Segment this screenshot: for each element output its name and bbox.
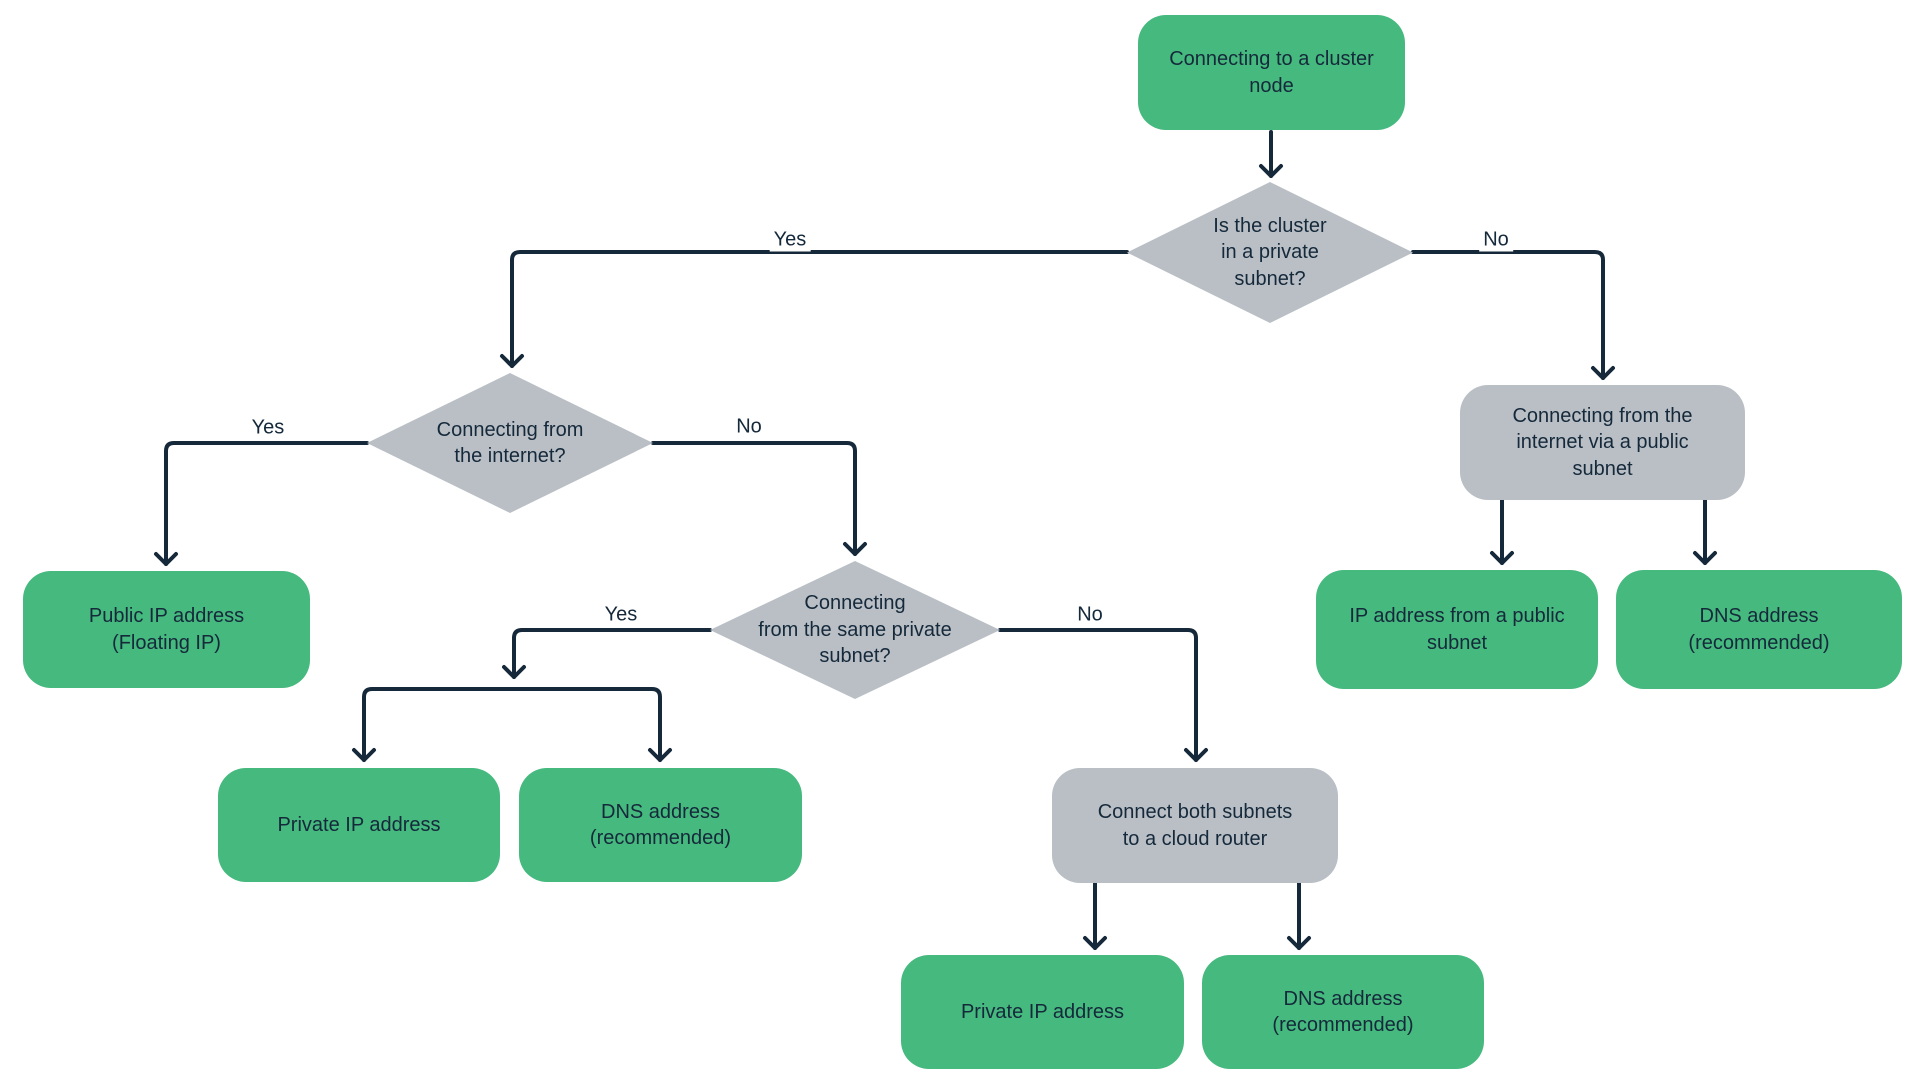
result-private-ip-left: Private IP address [218, 768, 500, 882]
result-dns-address-right-label: DNS address (recommended) [1688, 605, 1830, 654]
connector-d3-no [998, 628, 1208, 762]
decision-cluster-private-subnet-label: Is the cluster in a private subnet? [1213, 214, 1327, 290]
edge-label-d3-no: No [1073, 603, 1107, 627]
result-dns-address-bottom: DNS address (recommended) [1202, 955, 1484, 1069]
result-dns-address-bottom-label: DNS address (recommended) [1272, 987, 1414, 1036]
decision-same-private-subnet-label: Connecting from the same private subnet? [758, 592, 952, 668]
result-private-ip-bottom-label: Private IP address [960, 1000, 1125, 1023]
process-internet-via-public-subnet: Connecting from the internet via a publi… [1460, 385, 1745, 500]
start-node-label: Connecting to a cluster node [1169, 48, 1374, 97]
start-node: Connecting to a cluster node [1138, 15, 1405, 130]
result-ip-from-public-subnet: IP address from a public subnet [1316, 570, 1598, 689]
connector-d2-yes [154, 441, 369, 566]
result-private-ip-bottom: Private IP address [901, 955, 1184, 1069]
process-internet-via-public-subnet-label: Connecting from the internet via a publi… [1512, 404, 1693, 480]
process-connect-subnets-cloud-router-label: Connect both subnets to a cloud router [1097, 801, 1293, 850]
connector-d3-yes-split [352, 687, 672, 762]
result-ip-from-public-subnet-label: IP address from a public subnet [1349, 605, 1565, 654]
edge-label-d1-yes: Yes [769, 228, 811, 252]
decision-connecting-from-internet-label: Connecting from the internet? [436, 418, 584, 467]
result-public-ip-floating-label: Public IP address (Floating IP) [88, 605, 245, 654]
connector-d1-yes [500, 250, 1129, 368]
result-public-ip-floating: Public IP address (Floating IP) [23, 571, 310, 688]
result-dns-address-right: DNS address (recommended) [1616, 570, 1902, 689]
edge-label-d2-yes: Yes [247, 416, 289, 440]
edge-label-d3-yes: Yes [600, 603, 642, 627]
connector-d1-no [1411, 250, 1615, 380]
connector-d2-no [651, 441, 867, 556]
result-private-ip-left-label: Private IP address [277, 813, 441, 836]
edge-label-d1-no: No [1479, 228, 1513, 252]
result-dns-address-left-label: DNS address (recommended) [589, 800, 732, 849]
connector-d3-yes [502, 628, 712, 679]
result-dns-address-left: DNS address (recommended) [519, 768, 802, 882]
process-connect-subnets-cloud-router: Connect both subnets to a cloud router [1052, 768, 1338, 883]
edge-label-d2-no: No [732, 415, 766, 439]
